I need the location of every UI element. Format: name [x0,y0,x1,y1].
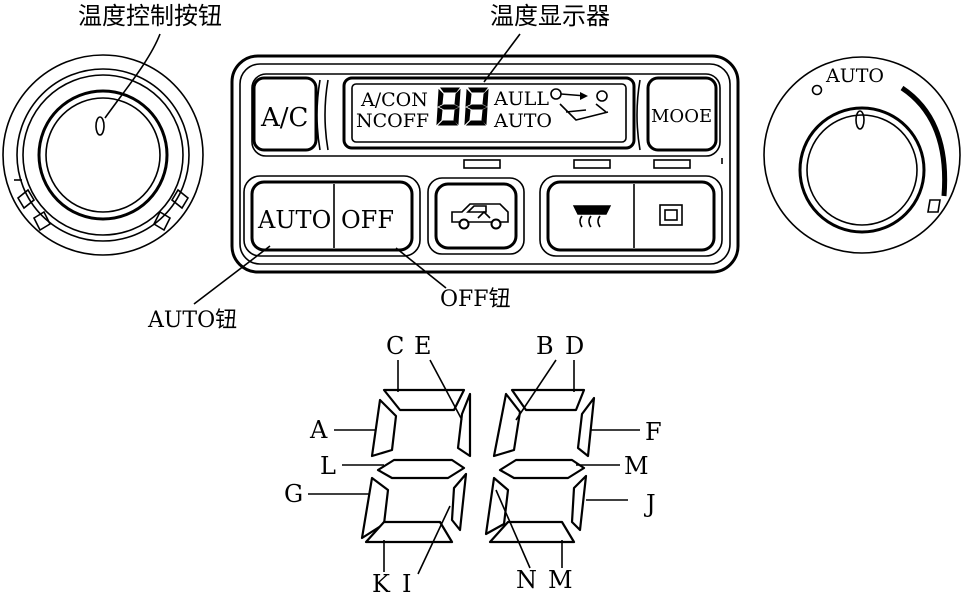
lcd-digits [436,87,489,126]
left-temperature-knob [2,54,204,256]
auto-button[interactable]: AUTO [254,184,334,248]
label-G: G [284,480,303,508]
lcd-line2-left: NCOFF [356,110,429,132]
label-E: E [414,332,432,360]
segment-J [570,474,588,532]
label-B: B [536,332,554,360]
label-J: J [643,490,656,518]
lcd-display [342,76,636,150]
segment-F [576,396,596,458]
indicator-light-1 [463,159,501,169]
auto-button-caption: AUTO钮 [147,308,237,333]
right-mode-knob: AUTO [763,56,961,254]
digit-left [360,388,472,544]
label-K: K [372,570,391,598]
display-label: 温度显示器 [490,2,610,30]
label-D: D [565,332,584,360]
label-L: L [320,452,336,480]
off-button-caption: OFF钮 [440,287,511,312]
indicator-light-3 [653,159,691,169]
segment-D [510,388,586,412]
recirculation-button[interactable] [434,182,518,250]
ac-button-label: A/C [260,103,308,133]
label-M-top: M [624,452,649,480]
segment-N [484,476,510,536]
segment-A [370,398,398,458]
indicator-light-2 [573,159,611,169]
airflow-person-icon [550,88,609,121]
label-N: N [516,566,537,594]
segment-I [450,472,468,532]
climate-panel: A/C A/CON NCOFF [230,54,740,274]
label-F: F [645,418,662,446]
label-I: I [402,570,411,598]
label-M-bottom: M [548,566,573,594]
auto-dot-icon [811,84,823,96]
knob-label: 温度控制按钮 [78,2,222,30]
lcd-line2-right: AUTO [493,110,552,132]
segment-K [364,520,454,544]
right-knob-auto-label: AUTO [825,65,884,87]
square-icon [659,204,683,226]
label-C: C [386,332,404,360]
lcd-line1-left: A/CON [360,89,428,111]
mode-button-label: MOOE [651,106,712,127]
rear-defrost-button[interactable] [550,184,634,248]
off-button-label: OFF [341,206,394,234]
segment-C [382,388,466,412]
off-button[interactable]: OFF [334,184,410,248]
car-recirculation-icon [451,203,509,230]
ac-button[interactable] [252,76,318,152]
segment-E [456,392,472,458]
label-A: A [309,416,328,444]
defrost-icon [572,205,612,228]
segment-M-top [498,458,586,480]
segment-B [492,392,522,458]
auto-button-label: AUTO [257,206,331,234]
digit-right [484,388,596,544]
segment-M-bottom [488,520,576,544]
lcd-line1-right: AULL [493,88,549,110]
mode-button[interactable] [646,76,718,152]
knob-indicator-icon [95,116,105,136]
seven-segment-diagram: C E B D A F L M G J K I N M [284,332,662,598]
segment-L [376,458,466,480]
knob-indicator-icon [855,110,865,130]
fresh-air-button[interactable] [634,184,712,248]
